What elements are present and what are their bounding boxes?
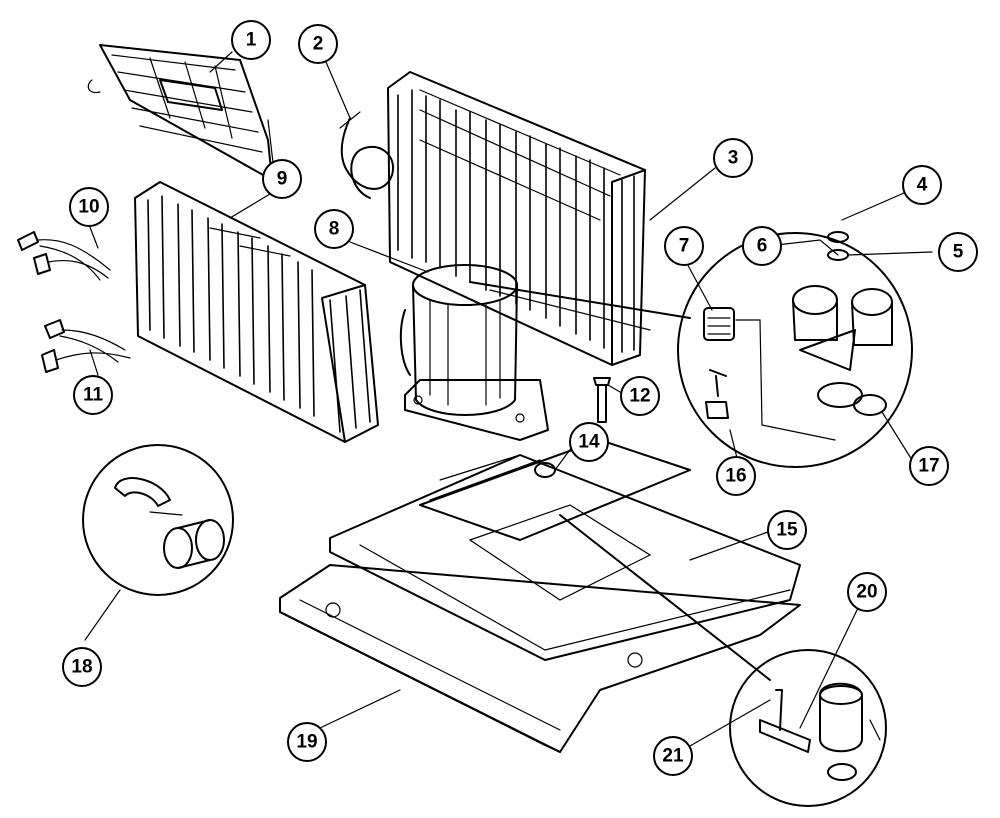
detail-clamp-group [82,444,234,596]
callout-11: 15 [767,510,807,550]
callout-6: 16 [716,456,756,496]
compressor-part [399,264,691,441]
svg-text:15: 15 [776,520,798,541]
svg-text:8: 8 [329,219,340,240]
svg-text:11: 11 [83,385,104,406]
callout-9: 12 [620,376,660,416]
svg-text:10: 10 [78,197,99,218]
callout-8: 8 [314,209,354,249]
callout-14: 18 [62,647,102,687]
svg-text:5: 5 [953,242,964,263]
svg-text:3: 3 [728,148,739,169]
drain-pan-part [329,439,801,661]
svg-text:9: 9 [277,169,288,190]
svg-text:20: 20 [856,582,877,603]
callout-4: 6 [742,226,782,266]
detail-valve-group [677,231,913,468]
svg-text:4: 4 [917,175,928,196]
callout-18: 2 [298,24,338,64]
callout-5: 17 [909,446,949,486]
svg-text:21: 21 [662,746,684,767]
callout-10: 14 [569,422,609,462]
svg-text:1: 1 [246,30,257,51]
svg-text:19: 19 [296,732,317,753]
detail-pump-group [729,649,887,807]
svg-text:2: 2 [313,34,324,55]
svg-text:18: 18 [71,657,92,678]
svg-text:7: 7 [679,236,690,257]
callout-17: 21 [653,736,693,776]
callout-3: 5 [938,232,978,272]
control-board-part [87,44,277,189]
capillary-tube-part [339,111,395,199]
wire-harness-20-part [17,231,111,281]
leader-lines [84,51,933,751]
wire-harness-21-part [41,319,131,373]
evaporator-coil-part [134,181,379,443]
callout-2: 4 [902,165,942,205]
svg-text:14: 14 [578,432,600,453]
condenser-coil-part [387,71,646,366]
callout-16: 20 [847,572,887,612]
callout-7: 7 [664,226,704,266]
callout-20: 10 [69,187,109,227]
svg-text:12: 12 [629,386,650,407]
callout-21: 11 [73,375,113,415]
svg-text:16: 16 [725,466,746,487]
callout-1: 3 [713,138,753,178]
callout-15: 19 [287,722,327,762]
callout-12: 9 [262,159,302,199]
base-pan-part [279,564,801,753]
svg-text:17: 17 [918,456,939,477]
drain-hose-line [559,514,771,681]
svg-text:6: 6 [757,236,768,257]
callout-19: 1 [231,20,271,60]
